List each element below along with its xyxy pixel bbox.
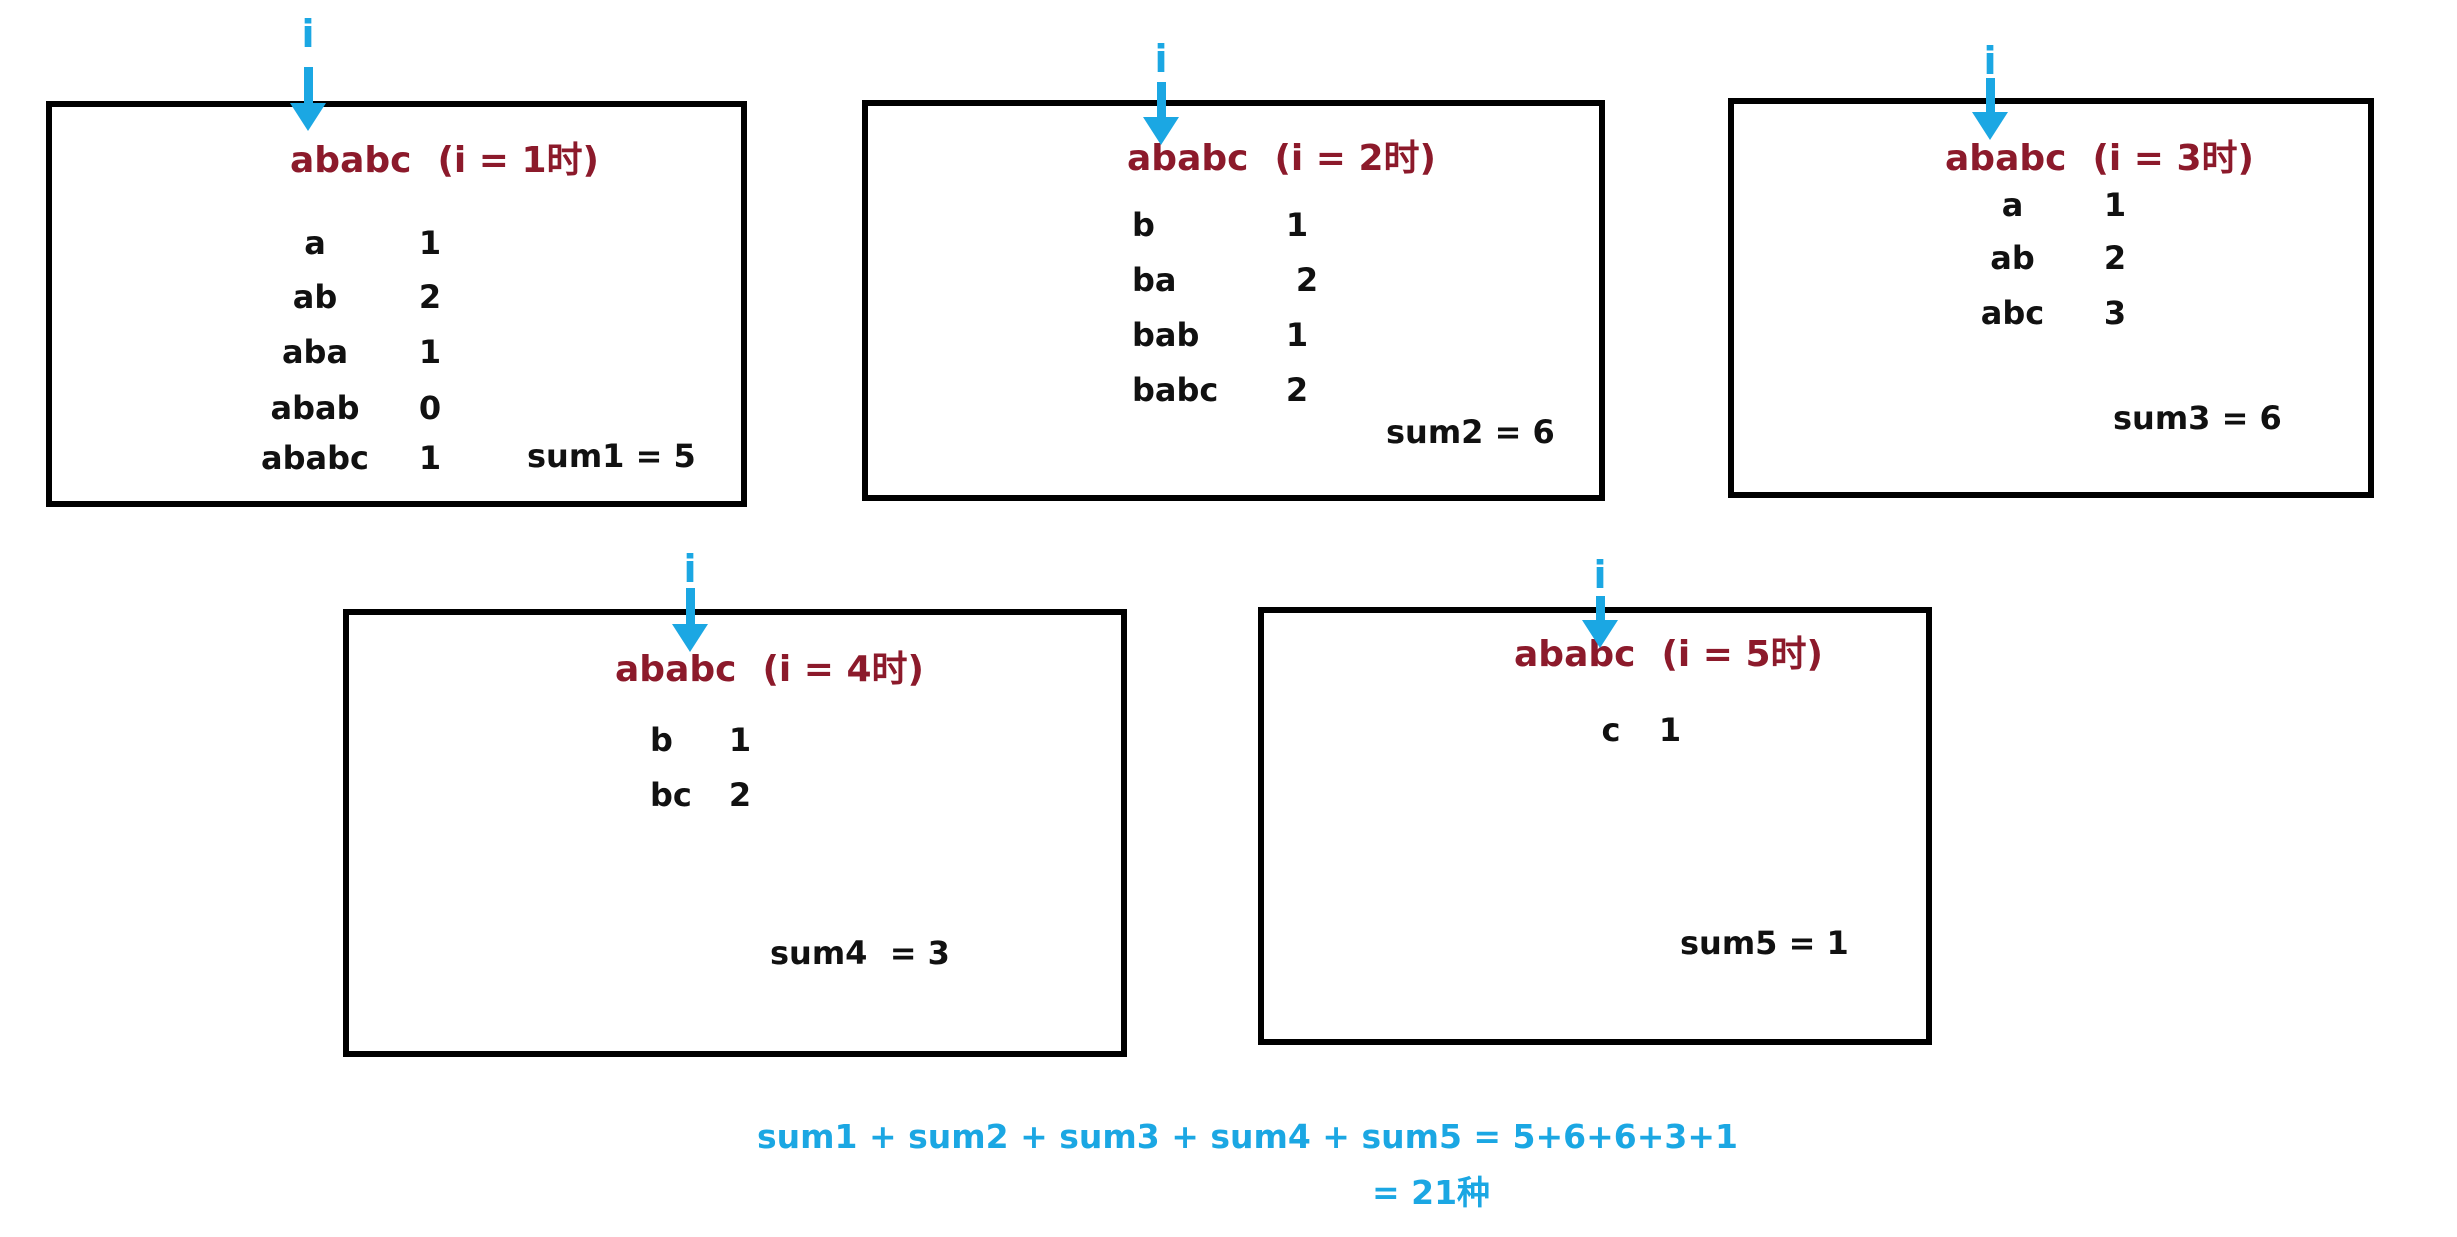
table-row: b 1: [1132, 205, 1332, 247]
substring-label: aba: [281, 333, 349, 371]
title-string: ababc: [290, 140, 412, 181]
count-value: 2: [728, 776, 752, 814]
table-row: abab 0: [240, 388, 470, 430]
substring-label: ab: [292, 278, 338, 316]
title-string: ababc: [615, 649, 737, 690]
count-value: 1: [728, 721, 752, 759]
case-title: ababc (i = 1时): [290, 143, 599, 179]
substring-label: ab: [1990, 239, 2035, 277]
arrow-stem: [1156, 82, 1166, 117]
pointer-label: i: [1593, 553, 1607, 597]
table-row: babc 2: [1132, 370, 1332, 412]
down-arrow-icon: [1143, 82, 1179, 145]
substring-label: b: [1132, 206, 1155, 244]
case-box: [862, 100, 1605, 501]
case-title: ababc (i = 5时): [1514, 637, 1823, 673]
substring-label: abab: [270, 389, 360, 427]
arrow-stem: [303, 67, 313, 103]
case-box: [46, 101, 747, 507]
sum-label: sum5 = 1: [1680, 924, 1849, 962]
down-arrow-icon: [290, 67, 326, 131]
title-note: (i = 3时): [2092, 138, 2254, 179]
arrow-head: [1972, 112, 2008, 140]
pointer-label: i: [683, 547, 697, 591]
arrow-stem: [685, 588, 695, 624]
table-row: c 1: [1580, 710, 1698, 752]
total-equation-line1: sum1 + sum2 + sum3 + sum4 + sum5 = 5+6+6…: [757, 1117, 1738, 1156]
substring-label: ababc: [261, 439, 369, 477]
count-value: 1: [418, 224, 442, 262]
count-value: 1: [418, 333, 442, 371]
substring-label: babc: [1132, 371, 1219, 409]
pointer-label: i: [301, 12, 315, 56]
title-string: ababc: [1945, 138, 2067, 179]
arrow-stem: [1985, 78, 1995, 112]
table-row: bc 2: [650, 775, 768, 817]
title-note: (i = 4时): [762, 649, 924, 690]
table-row: aba 1: [240, 332, 470, 374]
substring-label: abc: [1980, 294, 2045, 332]
title-note: (i = 5时): [1661, 634, 1823, 675]
count-value: 2: [418, 278, 442, 316]
count-value: 3: [2103, 294, 2127, 332]
count-value: 1: [1285, 316, 1309, 354]
substring-label: a: [304, 224, 326, 262]
table-row: ab 2: [240, 277, 470, 319]
count-value: 1: [1285, 206, 1309, 244]
substring-label: ba: [1132, 261, 1177, 299]
case-box: [1728, 98, 2374, 498]
case-box: [1258, 607, 1932, 1045]
total-equation-line2: = 21种: [1372, 1173, 1491, 1212]
count-value: 1: [418, 439, 442, 477]
case-box: [343, 609, 1127, 1057]
title-note: (i = 2时): [1274, 138, 1436, 179]
arrow-head: [672, 624, 708, 652]
substring-label: bc: [650, 776, 692, 814]
down-arrow-icon: [672, 588, 708, 652]
sum-label: sum4 = 3: [770, 934, 950, 972]
substring-label: c: [1601, 711, 1621, 749]
table-row: ababc 1: [240, 438, 470, 480]
substring-label: bab: [1132, 316, 1200, 354]
case-title: ababc (i = 2时): [1127, 141, 1436, 177]
title-string: ababc: [1127, 138, 1249, 179]
count-value: 1: [2103, 186, 2127, 224]
table-row: abc 3: [1940, 293, 2145, 335]
table-row: ba 2: [1132, 260, 1342, 302]
substring-label: a: [2001, 186, 2024, 224]
table-row: bab 1: [1132, 315, 1332, 357]
table-row: b 1: [650, 720, 768, 762]
arrow-head: [1143, 117, 1179, 145]
pointer-label: i: [1983, 39, 1997, 83]
arrow-stem: [1595, 596, 1605, 620]
down-arrow-icon: [1972, 78, 2008, 140]
sum-label: sum3 = 6: [2113, 399, 2282, 437]
title-note: (i = 1时): [437, 140, 599, 181]
arrow-head: [1582, 620, 1618, 648]
substring-label: b: [650, 721, 673, 759]
count-value: 0: [418, 389, 442, 427]
table-row: a 1: [1940, 185, 2145, 227]
sum-label: sum1 = 5: [527, 437, 696, 475]
count-value: 2: [1285, 371, 1309, 409]
count-value: 2: [2103, 239, 2127, 277]
count-value: 2: [1295, 261, 1319, 299]
pointer-label: i: [1154, 37, 1168, 81]
table-row: a 1: [240, 223, 470, 265]
case-title: ababc (i = 4时): [615, 652, 924, 688]
count-value: 1: [1658, 711, 1682, 749]
sum-label: sum2 = 6: [1386, 413, 1555, 451]
case-title: ababc (i = 3时): [1945, 141, 2254, 177]
table-row: ab 2: [1940, 238, 2145, 280]
arrow-head: [290, 103, 326, 131]
down-arrow-icon: [1582, 596, 1618, 648]
